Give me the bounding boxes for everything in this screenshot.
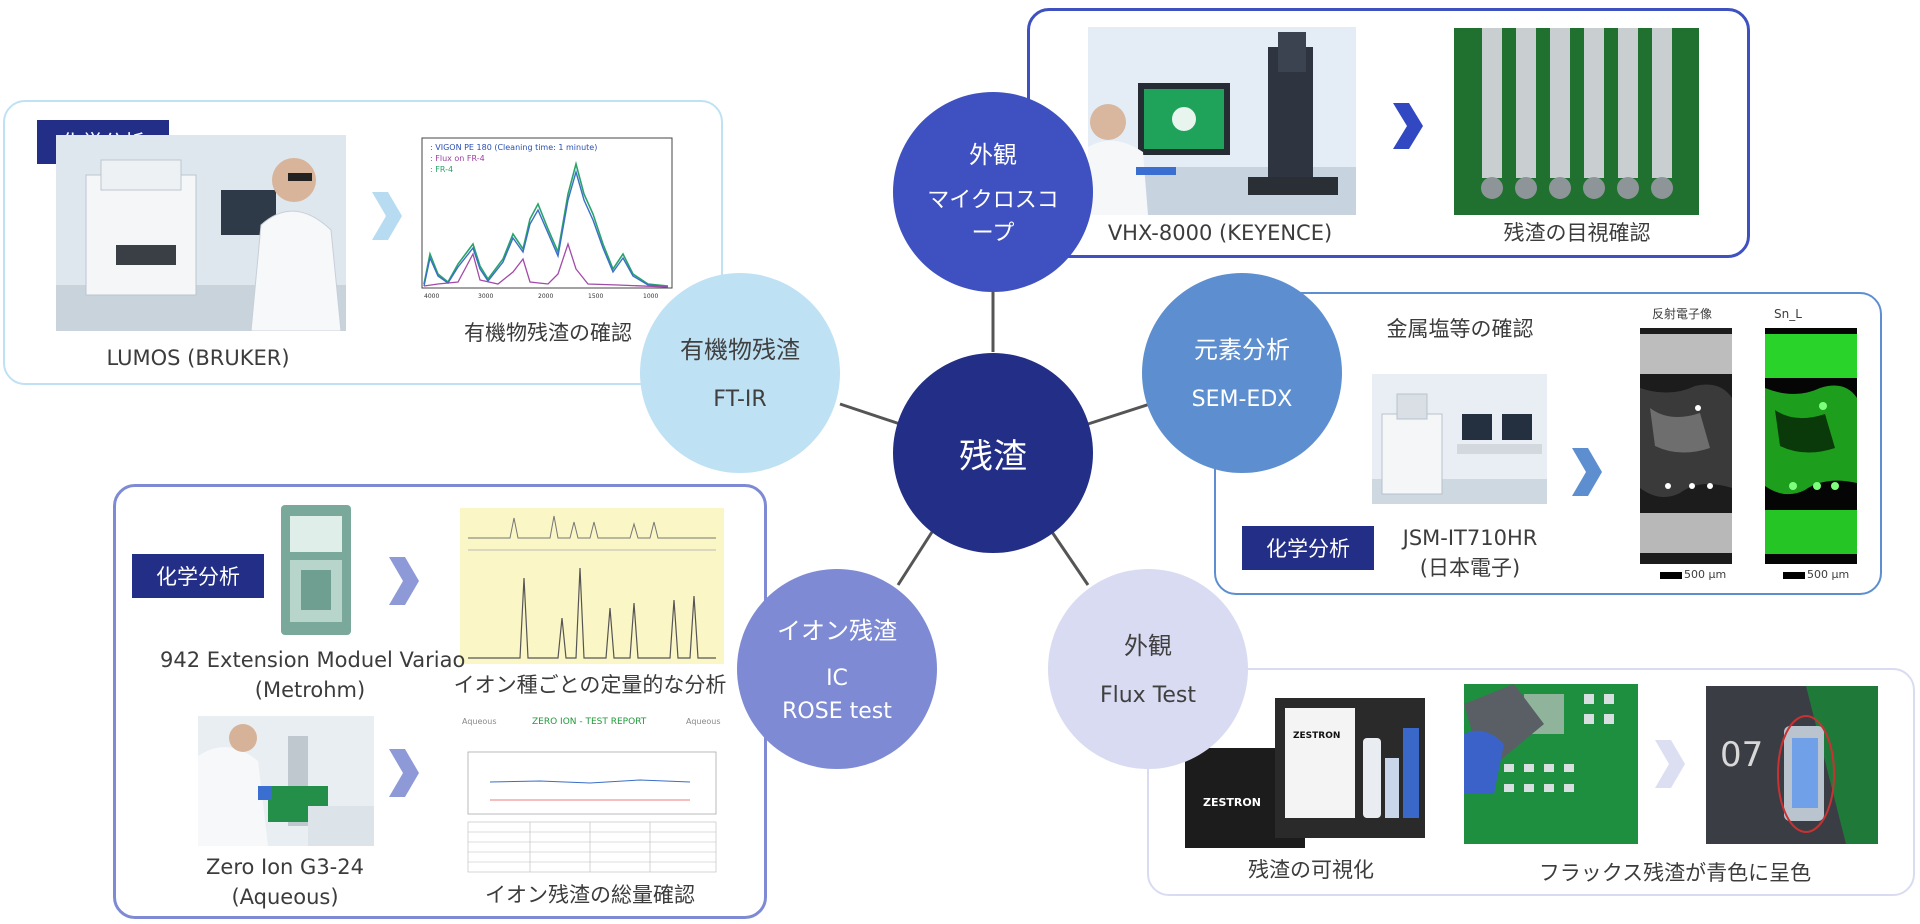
ic-chromatogram-chart xyxy=(460,508,724,664)
node-subtitle-1: IC xyxy=(826,662,848,695)
chevron-right-icon xyxy=(1651,738,1687,790)
jsm-instrument-caption-1: JSM-IT710HR xyxy=(1385,523,1555,553)
node-title: イオン残渣 xyxy=(777,611,897,646)
chevron-right-icon xyxy=(1389,101,1425,151)
kit-brand-2: ZESTRON xyxy=(1293,731,1340,741)
report-brand-left: Aqueous xyxy=(462,717,497,726)
node-subtitle: SEM-EDX xyxy=(1192,383,1293,416)
rose-instrument-caption-1: Zero Ion G3-24 xyxy=(190,852,380,882)
center-label: 残渣 xyxy=(959,429,1027,478)
node-title: 有機物残渣 xyxy=(680,330,800,365)
elemental-analysis-node: 元素分析 SEM-EDX xyxy=(1142,273,1342,473)
jsm-photo xyxy=(1372,374,1547,504)
svg-text:4000: 4000 xyxy=(424,293,439,300)
node-title: 外観 xyxy=(969,135,1017,170)
sem-heading-caption: 金属塩等の確認 xyxy=(1370,314,1550,344)
spectrum-legend-2: : Flux on FR-4 xyxy=(430,154,485,163)
appearance-microscope-node: 外観 マイクロスコープ xyxy=(893,92,1093,292)
flux-result-caption-2: フラックス残渣が青色に呈色 xyxy=(1525,858,1825,888)
board-label: 07 xyxy=(1720,735,1763,775)
spectrum-legend-1: : VIGON PE 180 (Cleaning time: 1 minute) xyxy=(430,143,597,152)
backscatter-image xyxy=(1640,328,1732,564)
backscatter-label: 反射電子像 xyxy=(1642,306,1722,323)
ic-instrument-caption-2: (Metrohm) xyxy=(240,675,380,705)
flux-result-caption-1: 残渣の可視化 xyxy=(1236,855,1386,885)
zero-ion-photo xyxy=(198,716,374,846)
svg-text:2000: 2000 xyxy=(538,293,553,300)
svg-text:1500: 1500 xyxy=(588,293,603,300)
ic-result-caption: イオン種ごとの定量的な分析 xyxy=(440,670,740,700)
svg-text:1000: 1000 xyxy=(643,293,658,300)
microscope-result-caption: 残渣の目視確認 xyxy=(1482,218,1672,248)
flux-pen-photo xyxy=(1464,684,1638,844)
scale-bar-1 xyxy=(1660,572,1682,579)
jsm-instrument-caption-2: (日本電子) xyxy=(1405,553,1535,583)
appearance-flux-node: 外観 Flux Test xyxy=(1048,569,1248,769)
blue-residue-photo: 07 xyxy=(1706,686,1878,844)
center-residue-node: 残渣 xyxy=(893,353,1093,553)
ionic-residue-node: イオン残渣 IC ROSE test xyxy=(737,569,937,769)
lumos-photo xyxy=(56,135,346,331)
lumos-instrument-caption: LUMOS (BRUKER) xyxy=(98,343,298,373)
scale-bar-2 xyxy=(1783,572,1805,579)
sn-edx-map xyxy=(1765,328,1857,564)
report-brand-right: Aqueous xyxy=(686,717,721,726)
ic-instrument-photo xyxy=(276,500,356,640)
svg-text:3000: 3000 xyxy=(478,293,493,300)
node-title: 元素分析 xyxy=(1194,330,1290,365)
vhx-instrument-caption: VHX-8000 (KEYENCE) xyxy=(1105,218,1335,248)
report-title: ZERO ION - TEST REPORT xyxy=(532,717,647,727)
chemical-analysis-tag: 化学分析 xyxy=(132,554,264,598)
chevron-right-icon xyxy=(1568,446,1604,498)
kit-brand-1: ZESTRON xyxy=(1203,796,1261,809)
chemical-analysis-tag: 化学分析 xyxy=(1242,526,1374,570)
chevron-right-icon xyxy=(368,190,404,242)
organic-residue-node: 有機物残渣 FT-IR xyxy=(640,273,840,473)
scale-label-1: 500 μm xyxy=(1684,567,1732,583)
ftir-spectrum-chart: : VIGON PE 180 (Cleaning time: 1 minute)… xyxy=(418,134,676,300)
rose-test-report: Aqueous ZERO ION - TEST REPORT Aqueous xyxy=(460,710,724,876)
pcb-closeup-photo xyxy=(1454,28,1699,215)
node-subtitle: FT-IR xyxy=(713,383,766,416)
chevron-right-icon xyxy=(385,747,421,799)
rose-instrument-caption-2: (Aqueous) xyxy=(220,882,350,912)
sn-map-label: Sn_L xyxy=(1768,306,1808,323)
node-subtitle-2: ROSE test xyxy=(782,695,892,728)
ftir-result-caption: 有機物残渣の確認 xyxy=(438,318,658,348)
node-subtitle: Flux Test xyxy=(1100,679,1196,712)
chevron-right-icon xyxy=(385,555,421,607)
rose-result-caption: イオン残渣の総量確認 xyxy=(470,880,710,910)
vhx-photo xyxy=(1088,27,1356,215)
spectrum-legend-3: : FR-4 xyxy=(430,165,453,174)
ic-instrument-caption-1: 942 Extension Moduel Variao xyxy=(160,645,460,675)
scale-label-2: 500 μm xyxy=(1807,567,1855,583)
node-title: 外観 xyxy=(1124,626,1172,661)
node-subtitle: マイクロスコープ xyxy=(918,184,1068,250)
